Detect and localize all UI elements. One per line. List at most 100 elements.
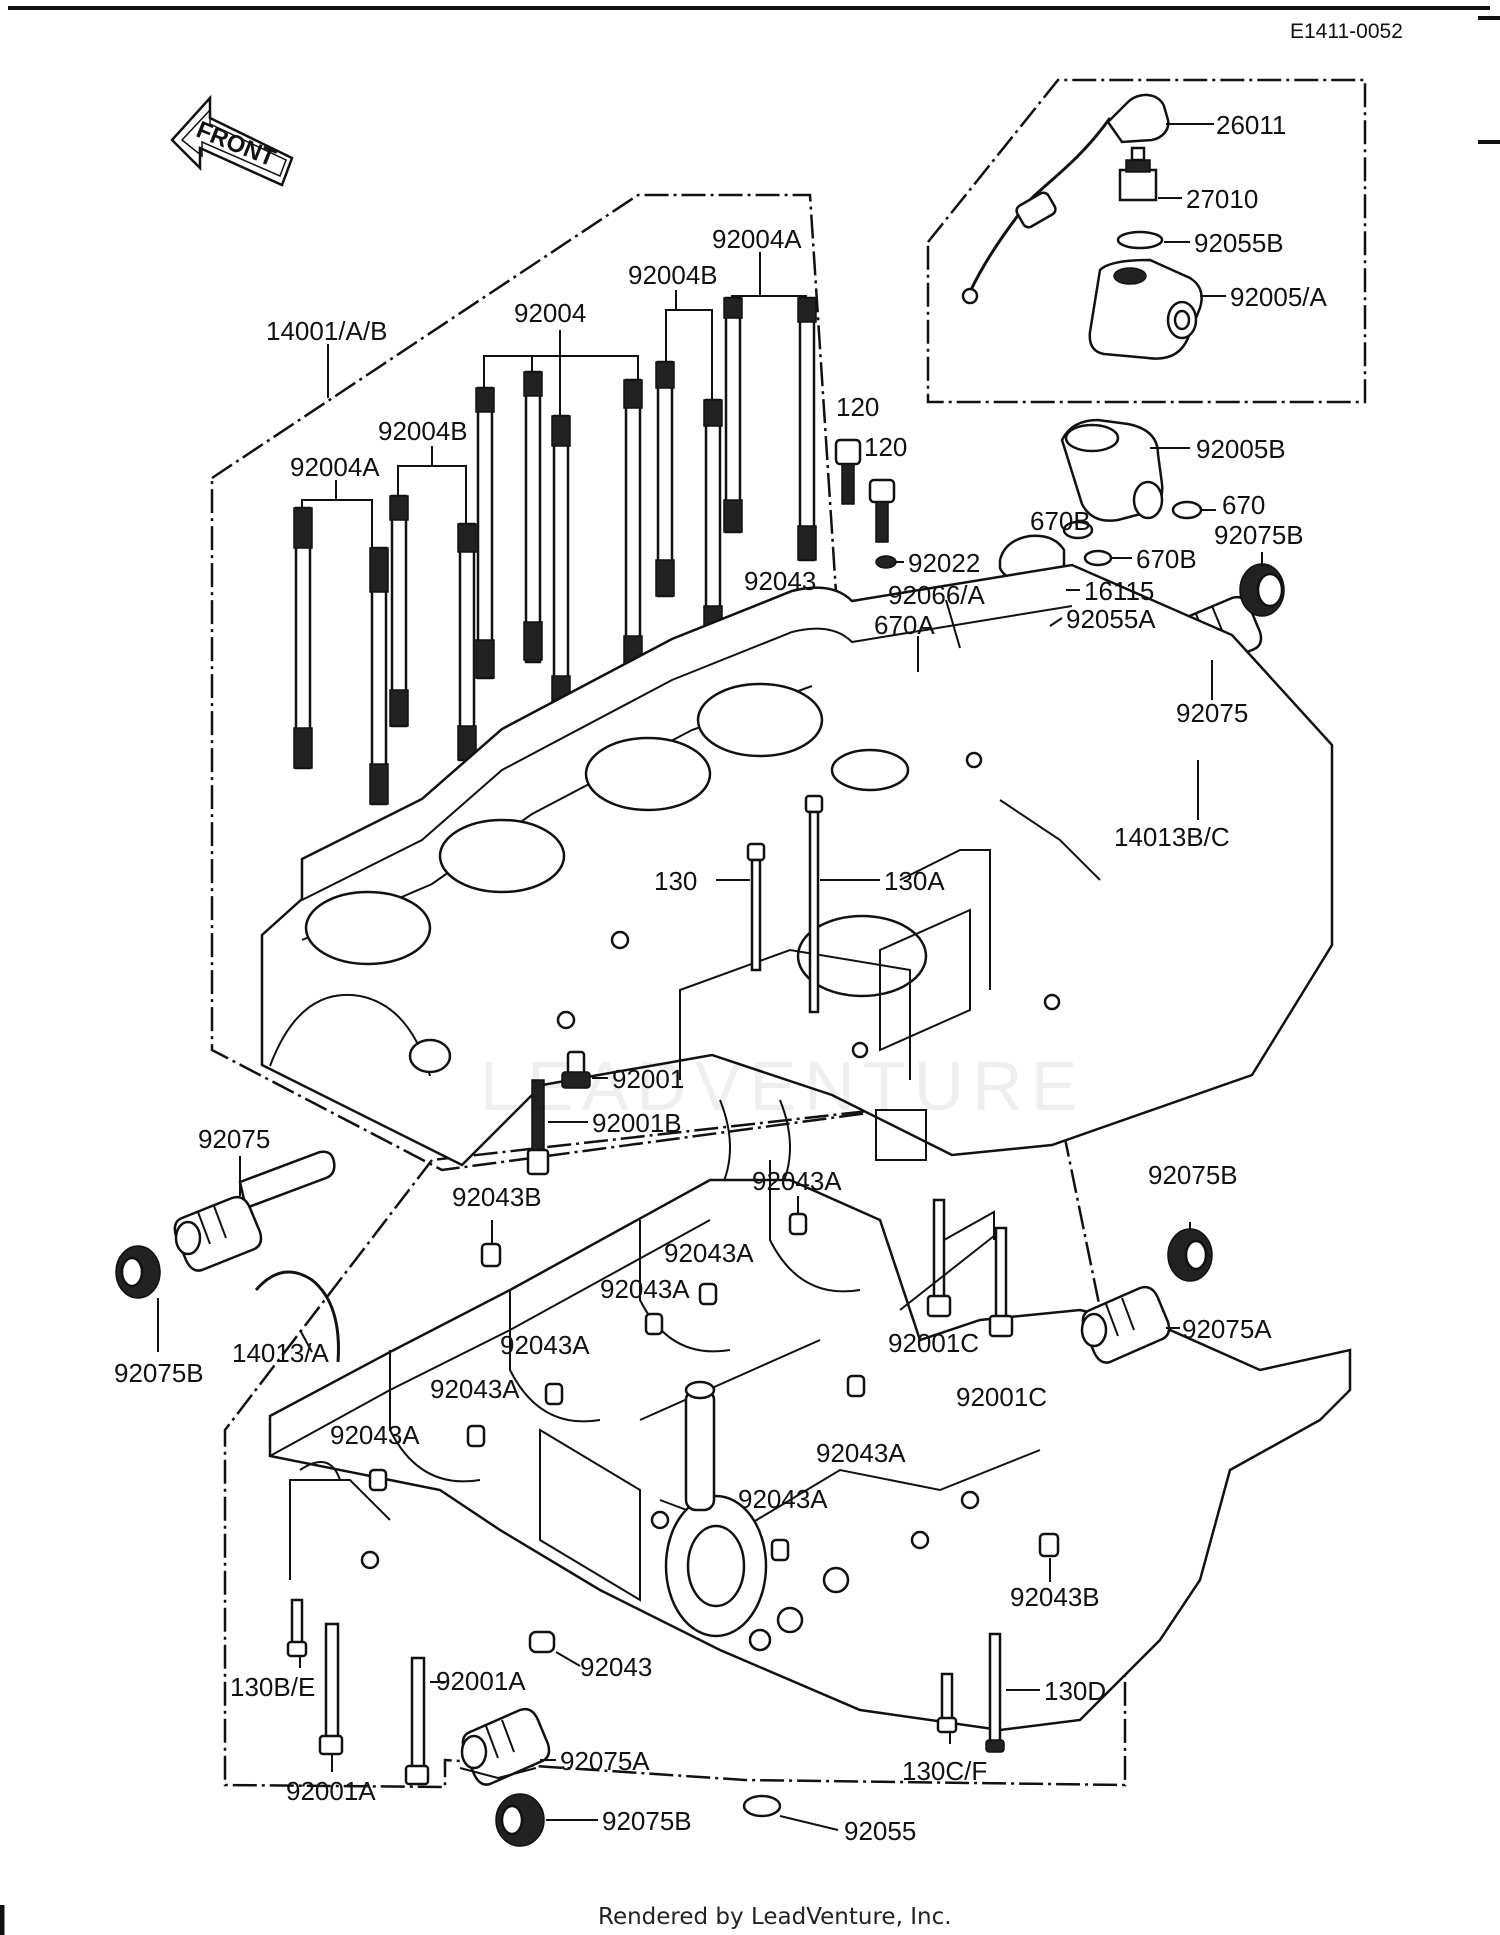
gear-92075B-right-lower (1167, 1228, 1213, 1282)
diagram-code: E1411-0052 (1290, 20, 1403, 43)
front-arrow-badge: FRONT (170, 94, 294, 187)
label-92001B: 92001B (592, 1108, 682, 1138)
label-92043A-7: 92043A (816, 1438, 906, 1468)
bolt-92001B (526, 1079, 550, 1176)
pump-92075A-right (1080, 1285, 1171, 1364)
leader-lines (157, 123, 1263, 1831)
label-670B-a: 670B (1030, 506, 1091, 536)
label-92043A-2: 92043A (664, 1238, 754, 1268)
label-92022: 92022 (908, 548, 980, 578)
gasket-670-icon (1171, 500, 1203, 520)
label-92043A-6: 92043A (330, 1420, 420, 1450)
label-92043A-8: 92043A (738, 1484, 828, 1514)
oil-pressure-switch-assembly (961, 93, 1203, 360)
dowel-92043A-8 (770, 1538, 790, 1562)
label-92004A-top: 92004A (712, 224, 802, 254)
relief-housing-92005B (1060, 418, 1164, 522)
bolt-92001 (561, 1050, 591, 1089)
upper-case-group-outline (210, 193, 1215, 1172)
label-92043-top: 92043 (744, 566, 816, 596)
leader-92001C-b (899, 1235, 995, 1311)
bolt-130A (804, 794, 824, 1014)
label-14013BC: 14013B/C (1114, 822, 1230, 852)
bolt-92001A-a (318, 1622, 344, 1756)
footer-credit: Rendered by LeadVenture, Inc. (598, 1904, 952, 1930)
gasket-670B-b-icon (1083, 549, 1113, 567)
label-92043-bottom: 92043 (580, 1652, 652, 1682)
label-92004B-left: 92004B (378, 416, 468, 446)
dowel-92043A-4 (544, 1382, 564, 1406)
label-92075B-right: 92075B (1214, 520, 1304, 550)
gear-92075B-bottom (495, 1793, 545, 1847)
label-670A: 670A (874, 610, 935, 640)
bolt-130 (746, 842, 766, 972)
bolt-130CF (936, 1672, 958, 1734)
label-92055A: 92055A (1066, 604, 1156, 634)
oring-92055-icon (742, 1794, 782, 1818)
label-92001: 92001 (612, 1064, 684, 1094)
bolt-130D (985, 1632, 1005, 1753)
label-92004: 92004 (514, 298, 586, 328)
dowel-92043B-a (480, 1242, 502, 1268)
label-14013A: 14013/A (232, 1338, 330, 1368)
label-26011: 26011 (1216, 110, 1286, 140)
dowel-92043A-7 (846, 1374, 866, 1398)
leader-92004B-top (665, 309, 713, 400)
label-14001AB: 14001/A/B (266, 316, 387, 346)
label-92075B-left: 92075B (114, 1358, 204, 1388)
label-92075B-bottom: 92075B (602, 1806, 692, 1836)
bolt-130BE (286, 1598, 308, 1658)
label-92005A: 92005/A (1230, 282, 1328, 312)
label-16115: 16115 (1084, 576, 1154, 606)
dowel-92043A-6 (368, 1468, 388, 1492)
label-92043A-4: 92043A (500, 1330, 590, 1360)
label-130BE: 130B/E (230, 1672, 315, 1702)
label-92075A-bottom: 92075A (560, 1746, 650, 1776)
label-92075-left: 92075 (198, 1124, 270, 1154)
label-92075-right: 92075 (1176, 698, 1248, 728)
label-92001C-a: 92001C (888, 1328, 979, 1358)
label-92043A-3: 92043A (600, 1274, 690, 1304)
label-92001A-a: 92001A (436, 1666, 526, 1696)
dowel-92043A-5 (466, 1424, 486, 1448)
label-92075A-right: 92075A (1182, 1314, 1272, 1344)
label-92001A-b: 92001A (286, 1776, 376, 1806)
bolt-120-a (834, 438, 862, 505)
bolt-120-b (868, 478, 896, 543)
dowel-92043A-3 (644, 1312, 664, 1336)
dowel-92043B-b (1038, 1532, 1060, 1558)
leader-92001C (943, 1210, 995, 1241)
label-92004B-top: 92004B (628, 260, 718, 290)
dowel-92043-bottom (528, 1630, 556, 1654)
label-92055: 92055 (844, 1816, 916, 1846)
lower-case-group-outline (223, 1088, 1127, 1789)
label-670B-b: 670B (1136, 544, 1197, 574)
dowel-92043A-1 (788, 1212, 808, 1236)
gear-92075B-left (115, 1245, 161, 1299)
washer-92022-icon (875, 555, 897, 569)
label-92001C-b: 92001C (956, 1382, 1047, 1412)
label-130A: 130A (884, 866, 945, 896)
bolt-92001A-b (404, 1656, 430, 1786)
label-92066A: 92066/A (888, 580, 986, 610)
label-92055B: 92055B (1194, 228, 1284, 258)
pump-92075A-bottom (459, 1707, 551, 1786)
label-92005B: 92005B (1196, 434, 1286, 464)
bolt-92001C-b (988, 1226, 1014, 1338)
watermark: LEADVENTURE (480, 1047, 1085, 1125)
gasket-670B-a-icon (1062, 520, 1094, 540)
label-130CF: 130C/F (902, 1756, 987, 1786)
label-92043A-1: 92043A (752, 1166, 842, 1196)
label-130D: 130D (1044, 1676, 1106, 1706)
label-92043A-5: 92043A (430, 1374, 520, 1404)
label-120-a: 120 (836, 392, 879, 422)
label-92075B-right-lower: 92075B (1148, 1160, 1238, 1190)
shaft-92075-left (173, 1150, 336, 1272)
bolt-92001C-a (926, 1198, 952, 1318)
bearing-14013A (254, 1270, 340, 1363)
label-27010: 27010 (1186, 184, 1258, 214)
gear-92075B-right (1239, 563, 1285, 617)
dowel-92043A-2 (698, 1282, 718, 1306)
label-92043B-a: 92043B (452, 1182, 542, 1212)
